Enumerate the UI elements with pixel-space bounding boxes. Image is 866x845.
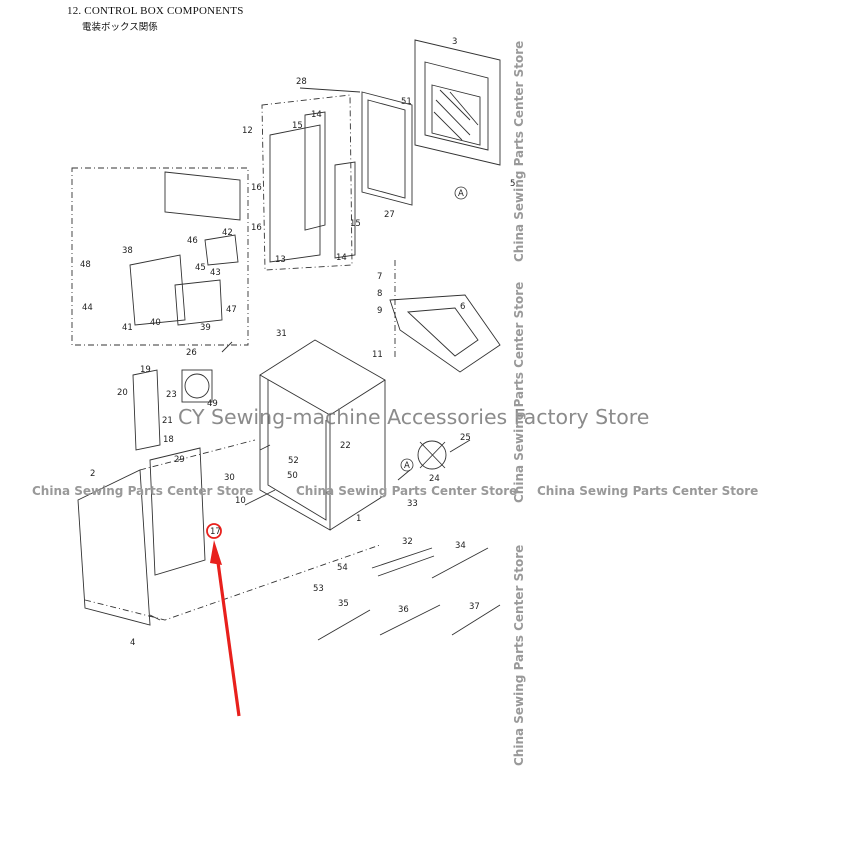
svg-text:29: 29 xyxy=(174,455,185,465)
svg-text:3: 3 xyxy=(452,37,457,47)
svg-text:10: 10 xyxy=(235,496,246,506)
svg-text:18: 18 xyxy=(163,435,174,445)
svg-text:15: 15 xyxy=(350,219,361,229)
svg-text:27: 27 xyxy=(384,210,395,220)
svg-text:23: 23 xyxy=(166,390,177,400)
svg-text:A: A xyxy=(404,461,410,471)
svg-text:40: 40 xyxy=(150,318,161,328)
svg-text:47: 47 xyxy=(226,305,237,315)
svg-text:51: 51 xyxy=(401,97,412,107)
svg-text:14: 14 xyxy=(311,110,322,120)
svg-text:46: 46 xyxy=(187,236,198,246)
svg-text:54: 54 xyxy=(337,563,348,573)
svg-text:21: 21 xyxy=(162,416,173,426)
svg-text:28: 28 xyxy=(296,77,307,87)
svg-text:11: 11 xyxy=(372,350,383,360)
watermark-vertical-1: China Sewing Parts Center Store xyxy=(512,40,526,262)
svg-text:50: 50 xyxy=(287,471,298,481)
svg-text:45: 45 xyxy=(195,263,206,273)
watermark-center: CY Sewing-machine Accessories Factory St… xyxy=(178,405,650,429)
svg-text:22: 22 xyxy=(340,441,351,451)
page-title: 12. CONTROL BOX COMPONENTS xyxy=(67,5,244,17)
svg-text:8: 8 xyxy=(377,289,382,299)
svg-text:30: 30 xyxy=(224,473,235,483)
svg-text:4: 4 xyxy=(130,638,135,648)
svg-text:37: 37 xyxy=(469,602,480,612)
svg-text:20: 20 xyxy=(117,388,128,398)
svg-text:14: 14 xyxy=(336,253,347,263)
watermark-horizontal-1: China Sewing Parts Center Store xyxy=(32,484,254,498)
svg-text:9: 9 xyxy=(377,306,382,316)
svg-text:6: 6 xyxy=(460,302,465,312)
highlight-circle xyxy=(206,523,222,539)
svg-text:13: 13 xyxy=(275,255,286,265)
svg-text:24: 24 xyxy=(429,474,440,484)
svg-text:5: 5 xyxy=(510,179,515,189)
svg-text:43: 43 xyxy=(210,268,221,278)
svg-text:48: 48 xyxy=(80,260,91,270)
bracket-part-27 xyxy=(361,91,413,206)
back-plate-part-3 xyxy=(414,39,501,166)
svg-text:36: 36 xyxy=(398,605,409,615)
svg-text:A: A xyxy=(458,189,464,199)
svg-text:7: 7 xyxy=(377,272,382,282)
svg-text:17: 17 xyxy=(210,527,221,537)
svg-text:42: 42 xyxy=(222,228,233,238)
svg-text:38: 38 xyxy=(122,246,133,256)
svg-text:19: 19 xyxy=(140,365,151,375)
svg-text:39: 39 xyxy=(200,323,211,333)
svg-text:26: 26 xyxy=(186,348,197,358)
svg-text:12: 12 xyxy=(242,126,253,136)
svg-text:35: 35 xyxy=(338,599,349,609)
svg-text:25: 25 xyxy=(460,433,471,443)
svg-text:16: 16 xyxy=(251,223,262,233)
svg-text:15: 15 xyxy=(292,121,303,131)
page-subtitle: 電装ボックス関係 xyxy=(82,22,158,33)
svg-text:41: 41 xyxy=(122,323,133,333)
watermark-vertical-2: China Sewing Parts Center Store xyxy=(512,281,526,503)
svg-text:34: 34 xyxy=(455,541,466,551)
svg-text:31: 31 xyxy=(276,329,287,339)
svg-text:44: 44 xyxy=(82,303,93,313)
svg-text:1: 1 xyxy=(356,514,361,524)
svg-text:33: 33 xyxy=(407,499,418,509)
svg-text:53: 53 xyxy=(313,584,324,594)
svg-text:32: 32 xyxy=(402,537,413,547)
watermark-horizontal-2: China Sewing Parts Center Store xyxy=(296,484,518,498)
svg-text:2: 2 xyxy=(90,469,95,479)
svg-text:16: 16 xyxy=(251,183,262,193)
highlight-arrow xyxy=(210,540,241,717)
watermark-vertical-3: China Sewing Parts Center Store xyxy=(512,544,526,766)
control-box-part-1 xyxy=(259,339,386,531)
svg-text:49: 49 xyxy=(207,399,218,409)
svg-text:52: 52 xyxy=(288,456,299,466)
watermark-horizontal-3: China Sewing Parts Center Store xyxy=(537,484,759,498)
